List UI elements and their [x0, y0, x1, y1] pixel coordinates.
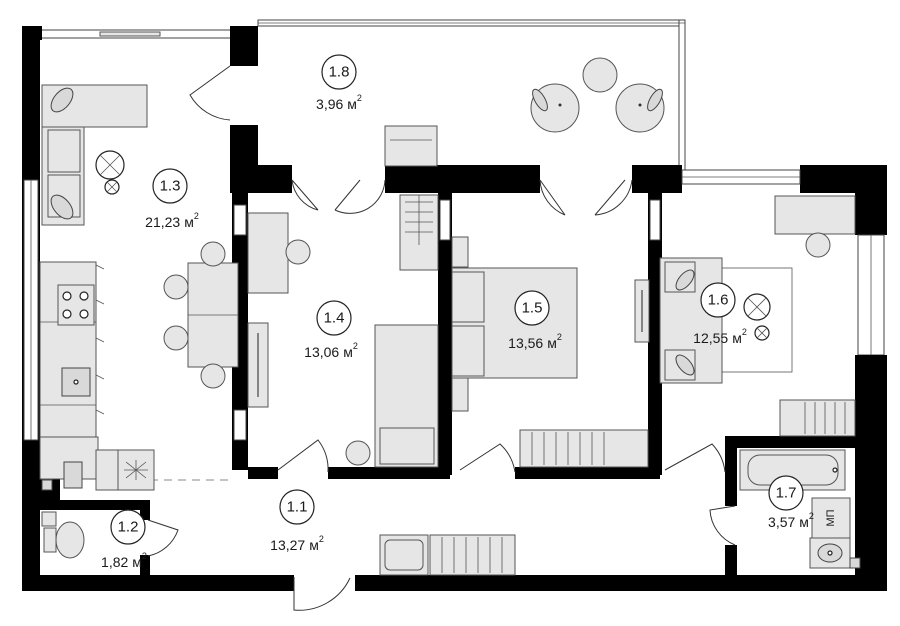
room-number: 1.7: [776, 485, 797, 502]
room-area-value: 13,06: [304, 344, 339, 360]
room-number: 1.1: [287, 499, 308, 516]
room-area-exponent: 2: [357, 93, 362, 103]
room-number-circle: [279, 489, 315, 525]
room-number: 1.6: [708, 292, 729, 309]
room-number-circle: [514, 290, 550, 326]
room-number: 1.2: [118, 519, 139, 536]
room-number-circle: [152, 168, 188, 204]
furniture: [39, 57, 861, 576]
room-area-value: 1,82: [101, 554, 128, 570]
room-number-circle: [768, 475, 804, 511]
room-area-unit: м: [309, 537, 319, 553]
room-area-unit: м: [132, 554, 142, 570]
room-number-circle: [316, 300, 352, 336]
room-area-exponent: 2: [742, 327, 747, 337]
room-number-circle: [321, 54, 357, 90]
doors: [147, 65, 736, 611]
room-area-exponent: 2: [557, 332, 562, 342]
room-area-value: 21,23: [145, 214, 180, 230]
room-area-unit: м: [343, 344, 353, 360]
room-area-value: 3,96: [316, 96, 343, 112]
room-number: 1.3: [160, 178, 181, 195]
room-area-exponent: 2: [142, 551, 147, 561]
room-number-circle: [110, 509, 146, 545]
room-area-unit: м: [347, 96, 357, 112]
room-area-exponent: 2: [194, 211, 199, 221]
walls: [22, 26, 887, 591]
room-area-unit: м: [547, 335, 557, 351]
room-number: 1.4: [324, 310, 345, 327]
room-area-exponent: 2: [353, 341, 358, 351]
room-number-circle: [700, 282, 736, 318]
washer-label: МП: [825, 509, 837, 526]
room-area-value: 13,27: [270, 537, 305, 553]
room-area-exponent: 2: [319, 534, 324, 544]
room-area-value: 13,56: [508, 335, 543, 351]
room-area-exponent: 2: [809, 511, 814, 521]
room-area-value: 12,55: [693, 330, 728, 346]
room-area-unit: м: [799, 514, 809, 530]
room-area-unit: м: [732, 330, 742, 346]
room-area-unit: м: [184, 214, 194, 230]
room-number: 1.5: [522, 300, 543, 317]
room-area-value: 3,57: [768, 514, 795, 530]
room-number: 1.8: [329, 64, 350, 81]
